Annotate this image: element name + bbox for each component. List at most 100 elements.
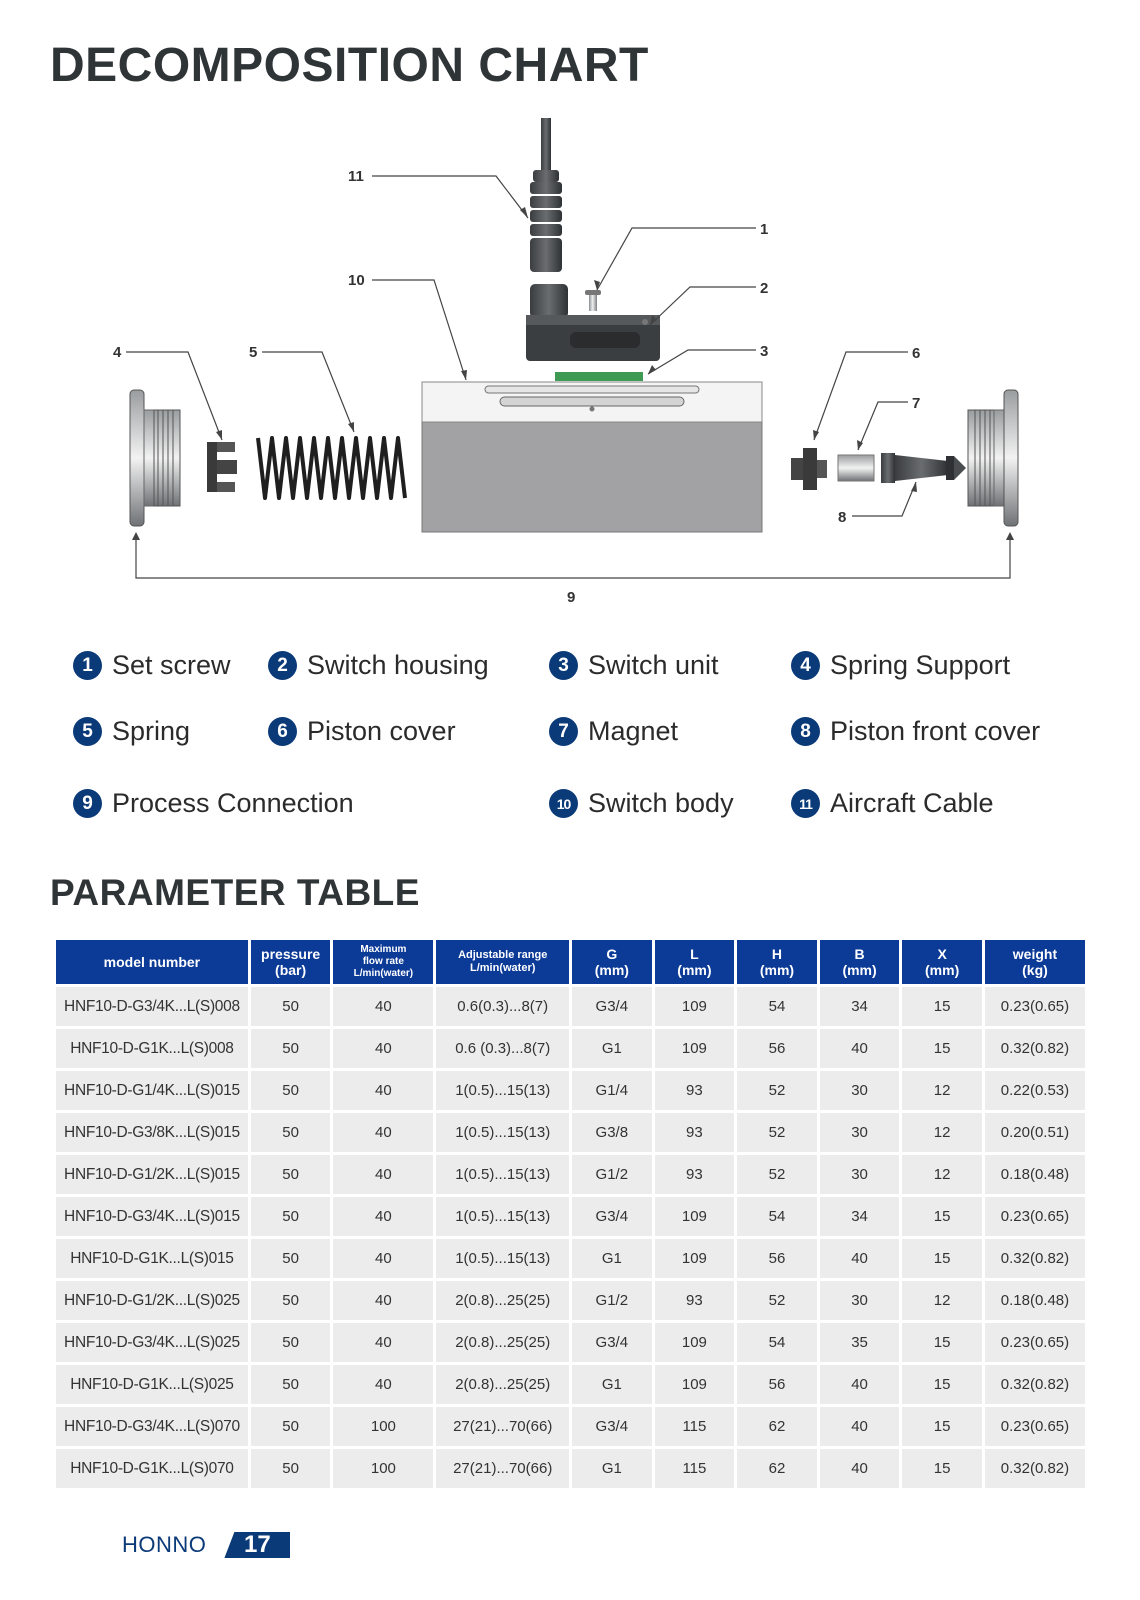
model-number-cell: HNF10-D-G1K...L(S)070	[56, 1449, 248, 1488]
table-cell: 30	[819, 1113, 900, 1152]
table-cell: 115	[654, 1449, 735, 1488]
callout-6: 6	[912, 345, 920, 362]
model-number-cell: HNF10-D-G1/2K...L(S)025	[56, 1281, 248, 1320]
table-cell: 12	[902, 1071, 982, 1110]
table-cell: 15	[902, 987, 982, 1026]
model-number-cell: HNF10-D-G1/2K...L(S)015	[56, 1155, 248, 1194]
table-cell: 1(0.5)...15(13)	[436, 1155, 570, 1194]
table-cell: 0.23(0.65)	[984, 1323, 1085, 1362]
table-cell: G3/4	[572, 1197, 652, 1236]
legend-item-set-screw: 1 Set screw	[73, 650, 231, 681]
legend-label: Piston cover	[307, 716, 456, 746]
column-header-line: (mm)	[677, 962, 712, 978]
callout-5: 5	[249, 344, 257, 361]
column-header-line: Maximum	[360, 944, 407, 955]
table-cell: 0.32(0.82)	[984, 1029, 1085, 1068]
legend-item-spring: 5 Spring	[73, 716, 190, 747]
table-cell: 2(0.8)...25(25)	[436, 1365, 570, 1404]
table-cell: 52	[737, 1281, 817, 1320]
page-footer: HONNO 17	[122, 1532, 291, 1558]
column-header: B(mm)	[819, 940, 900, 984]
legend-label: Process Connection	[112, 788, 354, 818]
model-number-cell: HNF10-D-G3/4K...L(S)025	[56, 1323, 248, 1362]
switch-body-part	[421, 381, 763, 533]
legend-label: Aircraft Cable	[830, 788, 994, 818]
callout-1: 1	[760, 221, 768, 238]
column-header-line: H	[771, 946, 783, 962]
table-cell: 50	[250, 1155, 331, 1194]
column-header-line: flow rate	[362, 956, 404, 967]
switch-housing-part	[526, 284, 660, 361]
table-cell: 40	[333, 1071, 434, 1110]
model-number-cell: HNF10-D-G3/8K...L(S)015	[56, 1113, 248, 1152]
column-header-line: (mm)	[594, 962, 629, 978]
table-cell: G3/4	[572, 987, 652, 1026]
table-cell: G1/2	[572, 1155, 652, 1194]
legend-label: Set screw	[112, 650, 231, 680]
table-cell: 40	[333, 1155, 434, 1194]
legend-label: Magnet	[588, 716, 679, 746]
model-number-cell: HNF10-D-G3/4K...L(S)070	[56, 1407, 248, 1446]
table-cell: 56	[737, 1029, 817, 1068]
table-cell: 54	[737, 1323, 817, 1362]
table-cell: 40	[333, 1365, 434, 1404]
exploded-diagram: 11 1 2 3 10 4 5 6 7 8 9	[113, 118, 1019, 606]
table-cell: G1/4	[572, 1071, 652, 1110]
column-header-line: L/min(water)	[353, 968, 414, 979]
table-cell: 40	[333, 1323, 434, 1362]
table-cell: 0.32(0.82)	[984, 1449, 1085, 1488]
table-cell: 0.23(0.65)	[984, 1407, 1085, 1446]
legend-label: Switch body	[588, 788, 734, 818]
model-number-cell: HNF10-D-G1K...L(S)025	[56, 1365, 248, 1404]
callout-11: 11	[348, 168, 364, 185]
legend-number: 11	[791, 789, 820, 818]
column-header-line: (mm)	[759, 962, 795, 978]
decomposition-chart-title: DECOMPOSITION CHART	[50, 39, 649, 92]
table-cell: 15	[902, 1407, 982, 1446]
parts-legend: 1 Set screw 2 Switch housing 3 Switch un…	[0, 650, 1140, 850]
table-cell: 115	[654, 1407, 735, 1446]
table-cell: G1	[572, 1029, 652, 1068]
legend-label: Spring	[112, 716, 191, 746]
column-header-line: pressure	[261, 946, 321, 962]
table-cell: 2(0.8)...25(25)	[436, 1323, 570, 1362]
callout-7: 7	[912, 395, 920, 412]
table-cell: 40	[333, 1239, 434, 1278]
table-cell: 0.6 (0.3)...8(7)	[436, 1029, 570, 1068]
spring-part	[256, 436, 407, 500]
table-cell: 56	[737, 1365, 817, 1404]
table-cell: 0.23(0.65)	[984, 1197, 1085, 1236]
table-cell: 15	[902, 1449, 982, 1488]
piston-cover-part	[791, 448, 827, 490]
column-header-line: (kg)	[1022, 962, 1048, 978]
table-cell: 35	[819, 1323, 900, 1362]
table-cell: G1	[572, 1365, 652, 1404]
callout-2: 2	[760, 280, 768, 297]
callout-4: 4	[113, 344, 122, 361]
column-header-line: G	[606, 946, 618, 962]
callout-3: 3	[760, 343, 768, 360]
table-cell: 54	[737, 1197, 817, 1236]
set-screw-part	[585, 290, 601, 311]
parameter-table-title: PARAMETER TABLE	[50, 872, 420, 913]
column-header-line: X	[937, 946, 947, 962]
table-cell: G3/4	[572, 1407, 652, 1446]
legend-item-piston-front-cover: 8 Piston front cover	[791, 716, 1040, 747]
table-cell: 0.22(0.53)	[984, 1071, 1085, 1110]
table-cell: 50	[250, 987, 331, 1026]
table-cell: 30	[819, 1071, 900, 1110]
legend-item-switch-housing: 2 Switch housing	[268, 650, 489, 681]
column-header-line: (mm)	[925, 962, 960, 978]
table-cell: 40	[819, 1407, 900, 1446]
table-cell: 40	[819, 1239, 900, 1278]
legend-label: Switch unit	[588, 650, 719, 680]
table-cell: 40	[333, 1281, 434, 1320]
legend-item-switch-unit: 3 Switch unit	[549, 650, 719, 681]
